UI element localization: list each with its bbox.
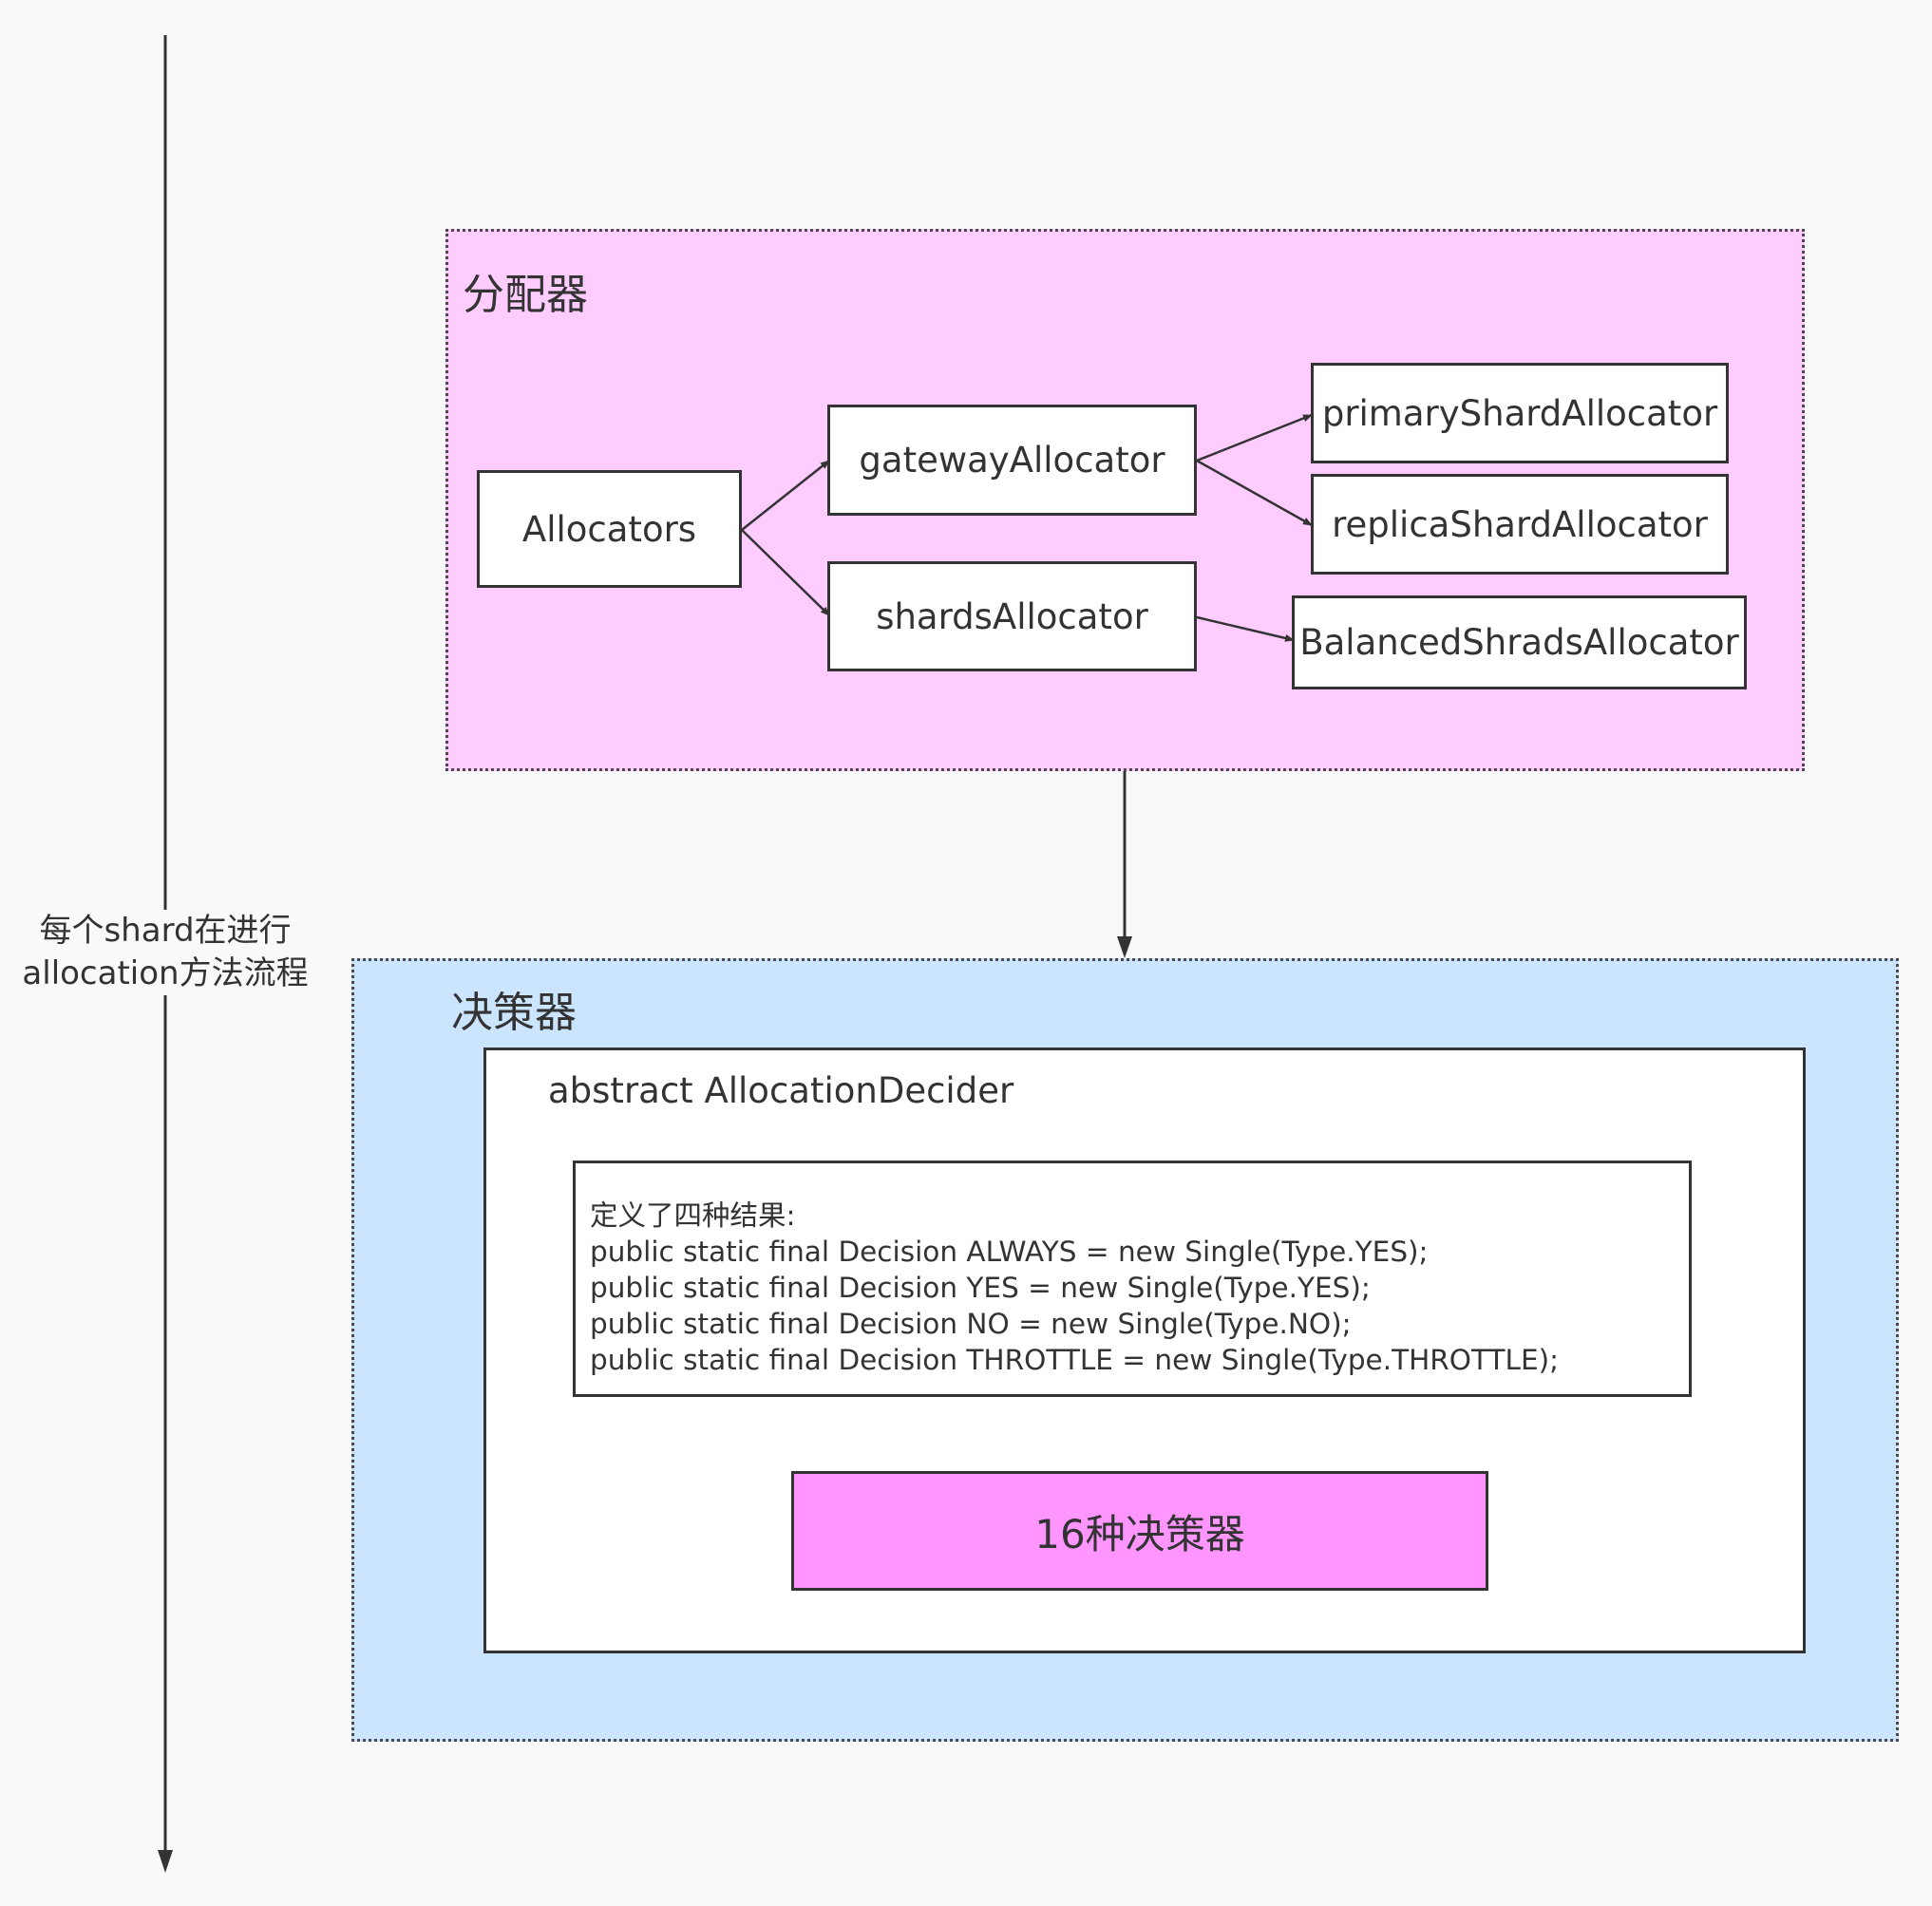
decision-line-no: public static final Decision NO = new Si… xyxy=(590,1308,1352,1340)
decision-results-heading: 定义了四种结果: xyxy=(590,1199,796,1232)
replica-shard-allocator-node: replicaShardAllocator xyxy=(1311,474,1729,575)
allocation-decider-title: abstract AllocationDecider xyxy=(548,1070,1014,1111)
allocators-node: Allocators xyxy=(477,470,742,588)
decision-line-always: public static final Decision ALWAYS = ne… xyxy=(590,1236,1429,1268)
allocator-group-title: 分配器 xyxy=(463,271,588,319)
balanced-shrads-allocator-node: BalancedShradsAllocator xyxy=(1292,595,1747,689)
sixteen-deciders-box: 16种决策器 xyxy=(791,1471,1488,1591)
timeline-label-line2: allocation方法流程 xyxy=(22,954,309,992)
gateway-allocator-node: gatewayAllocator xyxy=(827,405,1197,516)
decision-results-box: 定义了四种结果: public static final Decision AL… xyxy=(573,1161,1692,1397)
decision-line-throttle: public static final Decision THROTTLE = … xyxy=(590,1344,1560,1376)
timeline-label: 每个shard在进行 allocation方法流程 xyxy=(13,910,317,995)
primary-shard-allocator-node: primaryShardAllocator xyxy=(1311,363,1729,463)
decider-group-title: 决策器 xyxy=(451,989,577,1037)
timeline-label-line1: 每个shard在进行 xyxy=(39,912,292,950)
shards-allocator-node: shardsAllocator xyxy=(827,561,1197,671)
edge-allocators-gateway xyxy=(741,460,830,531)
edge-allocators-shards xyxy=(741,529,830,616)
edge-shards-balanced xyxy=(1196,615,1295,642)
decision-line-yes: public static final Decision YES = new S… xyxy=(590,1272,1371,1304)
edge-gateway-replica xyxy=(1196,459,1313,527)
timeline-arrowhead xyxy=(158,1850,173,1873)
edge-allocator-to-decider-arrowhead xyxy=(1117,936,1132,958)
edge-gateway-primary xyxy=(1196,413,1313,462)
